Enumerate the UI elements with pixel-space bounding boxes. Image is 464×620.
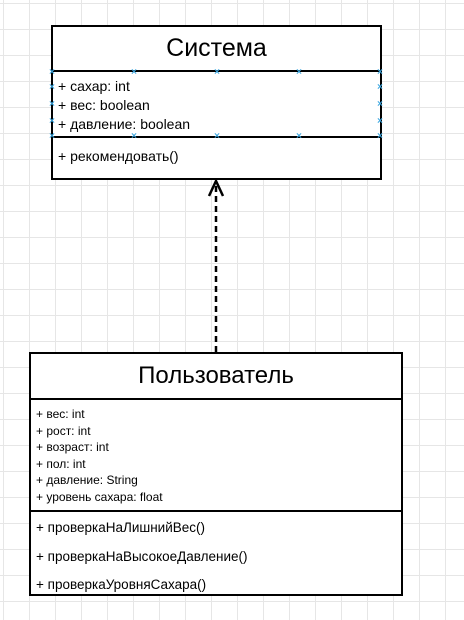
attributes-section: + вес: int + рост: int + возраст: int + …	[31, 400, 401, 510]
selection-handle[interactable]	[377, 100, 383, 106]
selection-handle[interactable]	[214, 68, 220, 74]
selection-handle[interactable]	[296, 132, 302, 138]
attribute[interactable]: + уровень сахара: float	[36, 489, 163, 504]
attribute[interactable]: + давление: String	[36, 473, 138, 487]
selection-handle[interactable]	[131, 68, 137, 74]
selection-handle[interactable]	[49, 68, 55, 74]
attribute[interactable]: + сахар: int	[58, 78, 130, 94]
class-system[interactable]: Система + сахар: int + вес: boolean + да…	[51, 25, 382, 180]
selection-handle[interactable]	[131, 132, 137, 138]
operations-section: + рекомендовать()	[53, 136, 380, 166]
selection-handle[interactable]	[377, 117, 383, 123]
operation[interactable]: + проверкаНаЛишнийВес()	[36, 520, 205, 535]
operation[interactable]: + проверкаНаВысокоеДавление()	[36, 548, 248, 564]
selection-handle[interactable]	[49, 83, 55, 89]
attribute[interactable]: + рост: int	[36, 423, 91, 438]
attribute[interactable]: + вес: boolean	[58, 97, 150, 113]
attribute[interactable]: + давление: boolean	[58, 116, 191, 132]
attribute[interactable]: + вес: int	[36, 407, 85, 421]
attributes-section: + сахар: int + вес: boolean + давление: …	[53, 72, 380, 136]
class-name: Пользователь	[31, 354, 401, 400]
class-name: Система	[53, 27, 380, 72]
selection-handle[interactable]	[377, 83, 383, 89]
selection-handle[interactable]	[49, 132, 55, 138]
selection-handle[interactable]	[49, 117, 55, 123]
selection-handle[interactable]	[377, 132, 383, 138]
selection-handle[interactable]	[49, 100, 55, 106]
attribute[interactable]: + пол: int	[36, 456, 86, 471]
selection-handle[interactable]	[296, 68, 302, 74]
class-user[interactable]: Пользователь + вес: int + рост: int + во…	[29, 352, 403, 596]
selection-handle[interactable]	[214, 132, 220, 138]
open-arrowhead	[207, 178, 225, 197]
attribute[interactable]: + возраст: int	[36, 440, 109, 454]
selection-handle[interactable]	[377, 68, 383, 74]
operation[interactable]: + рекомендовать()	[58, 148, 179, 164]
operation[interactable]: + проверкаУровняСахара()	[36, 577, 207, 592]
operations-section: + проверкаНаЛишнийВес() + проверкаНаВысо…	[31, 510, 401, 604]
